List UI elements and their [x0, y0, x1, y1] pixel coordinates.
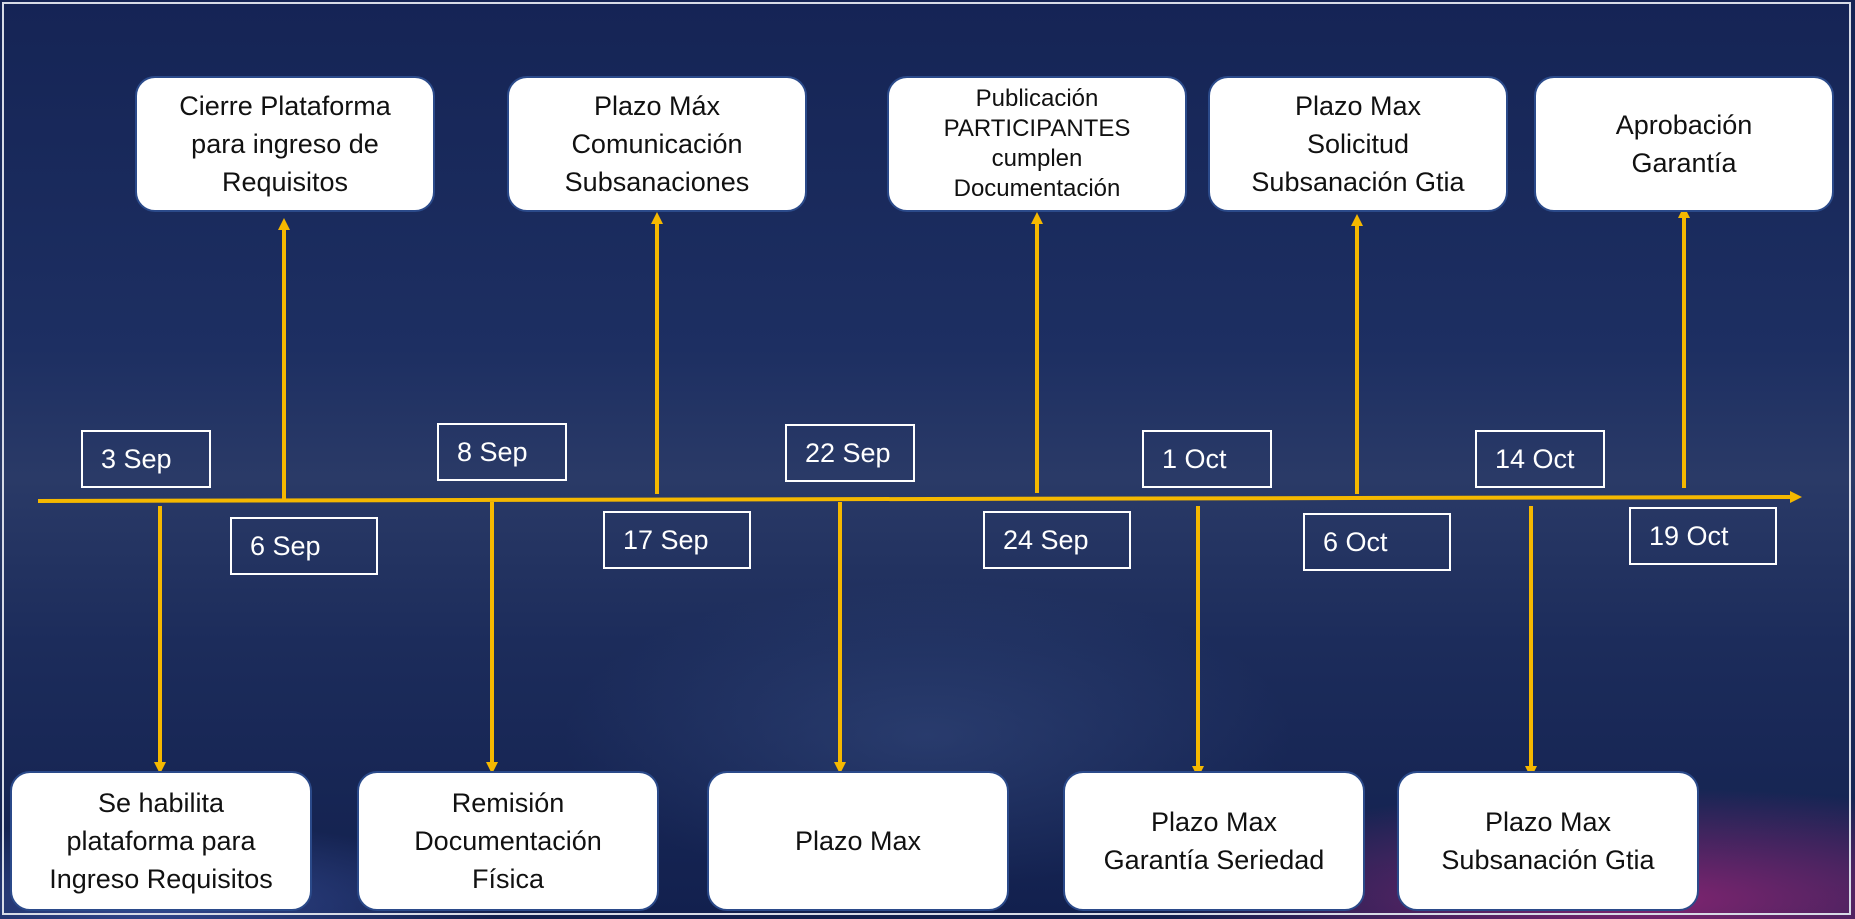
event-box-remision-documentacion: Remisión Documentación Física	[357, 771, 659, 911]
event-box-plazo-max-subsanacion-gtia: Plazo Max Subsanación Gtia	[1397, 771, 1699, 911]
date-label-1-oct: 1 Oct	[1142, 430, 1272, 488]
date-label-14-oct: 14 Oct	[1475, 430, 1605, 488]
date-label-8-sep: 8 Sep	[437, 423, 567, 481]
date-label-3-sep: 3 Sep	[81, 430, 211, 488]
event-box-plazo-max-comunicacion: Plazo Máx Comunicación Subsanaciones	[507, 76, 807, 212]
date-label-6-sep: 6 Sep	[230, 517, 378, 575]
event-box-plazo-max-garantia-seriedad: Plazo Max Garantía Seriedad	[1063, 771, 1365, 911]
date-label-19-oct: 19 Oct	[1629, 507, 1777, 565]
date-label-24-sep: 24 Sep	[983, 511, 1131, 569]
date-label-17-sep: 17 Sep	[603, 511, 751, 569]
date-label-6-oct: 6 Oct	[1303, 513, 1451, 571]
event-box-plazo-max-solicitud: Plazo Max Solicitud Subsanación Gtia	[1208, 76, 1508, 212]
event-box-se-habilita-plataforma: Se habilita plataforma para Ingreso Requ…	[10, 771, 312, 911]
event-box-aprobacion-garantia: Aprobación Garantía	[1534, 76, 1834, 212]
event-box-publicacion-participantes: Publicación PARTICIPANTES cumplen Docume…	[887, 76, 1187, 212]
event-box-plazo-max: Plazo Max	[707, 771, 1009, 911]
event-box-cierre-plataforma: Cierre Plataforma para ingreso de Requis…	[135, 76, 435, 212]
timeline-axis-arrow	[37, 491, 1802, 504]
date-label-22-sep: 22 Sep	[785, 424, 915, 482]
